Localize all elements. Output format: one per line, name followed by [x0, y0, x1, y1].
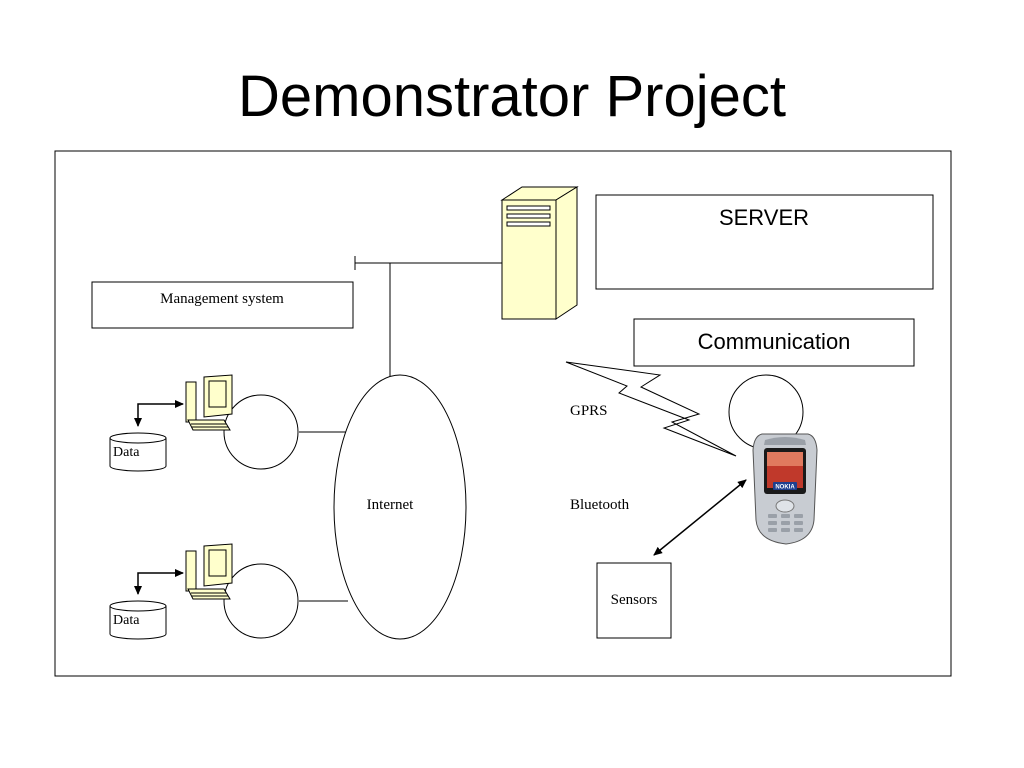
- management-system-label: Management system: [160, 291, 284, 307]
- internet-cloud: [333, 374, 467, 640]
- database-icon: [109, 600, 167, 640]
- database-label: Data: [113, 445, 140, 460]
- bluetooth-label: Bluetooth: [570, 497, 630, 513]
- database-label: Data: [113, 613, 140, 628]
- server-tower-icon: [500, 186, 579, 320]
- computer-icon: [185, 374, 233, 431]
- gprs-lightning-icon: [565, 361, 737, 457]
- communication-label: Communication: [698, 329, 851, 354]
- client-node-top: [223, 394, 299, 470]
- network-lines: [299, 256, 502, 602]
- bluetooth-link-arrow: [653, 479, 747, 556]
- communication-box: [633, 318, 915, 367]
- computer-icon: [185, 543, 233, 600]
- diagram-frame: [54, 150, 952, 677]
- sensors-box: [596, 562, 672, 639]
- slide-title: Demonstrator Project: [238, 64, 786, 129]
- sensors-label: Sensors: [611, 592, 658, 608]
- server-box: [595, 194, 934, 290]
- phone-brand-label: NOKIA: [775, 485, 795, 491]
- management-system-box: [91, 281, 354, 329]
- gprs-label: GPRS: [570, 403, 608, 419]
- database-icon: [109, 432, 167, 472]
- data-link-arrow: [134, 400, 184, 427]
- internet-label: Internet: [367, 497, 414, 513]
- data-link-arrow: [134, 569, 184, 595]
- client-node-bottom: [223, 563, 299, 639]
- mobile-phone-icon: NOKIA: [752, 433, 818, 545]
- server-label: SERVER: [719, 205, 809, 230]
